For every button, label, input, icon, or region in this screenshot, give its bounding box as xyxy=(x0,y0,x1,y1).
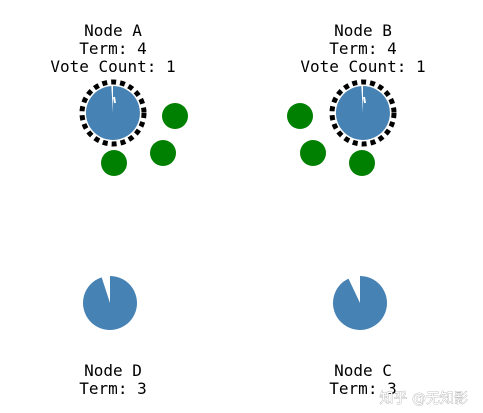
watermark: 知乎 @无知影 xyxy=(380,390,468,407)
node-b-vote-count: Vote Count: 1 xyxy=(300,57,425,76)
node-c-term: Term: 3 xyxy=(329,379,396,398)
node-b-vote-message xyxy=(300,140,326,166)
node-b-term: Term: 4 xyxy=(329,39,396,58)
node-b-candidate-ring xyxy=(329,79,397,147)
node-c-body xyxy=(332,276,387,330)
node-a-vote-message xyxy=(162,103,188,129)
node-d-name: Node D xyxy=(84,361,142,380)
node-a-vote-message xyxy=(101,150,127,176)
node-a: Node A Term: 4 Vote Count: 1 xyxy=(50,21,188,176)
node-b-vote-message xyxy=(287,103,313,129)
node-b-vote-message xyxy=(349,150,375,176)
node-b-body xyxy=(335,86,390,140)
node-c: Node C Term: 3 xyxy=(329,276,397,398)
node-a-body xyxy=(85,86,140,140)
node-a-name: Node A xyxy=(84,21,142,40)
node-a-timeout-tick xyxy=(113,96,116,104)
node-d-body xyxy=(82,276,137,330)
node-b-name: Node B xyxy=(334,21,392,40)
node-a-term: Term: 4 xyxy=(79,39,146,58)
node-d: Node D Term: 3 xyxy=(79,276,147,398)
node-b-timeout-tick xyxy=(363,96,366,104)
node-d-term: Term: 3 xyxy=(79,379,146,398)
node-a-candidate-ring xyxy=(79,79,147,147)
node-a-vote-message xyxy=(150,140,176,166)
node-b: Node B Term: 4 Vote Count: 1 xyxy=(287,21,426,176)
node-c-name: Node C xyxy=(334,361,392,380)
node-a-vote-count: Vote Count: 1 xyxy=(50,57,175,76)
